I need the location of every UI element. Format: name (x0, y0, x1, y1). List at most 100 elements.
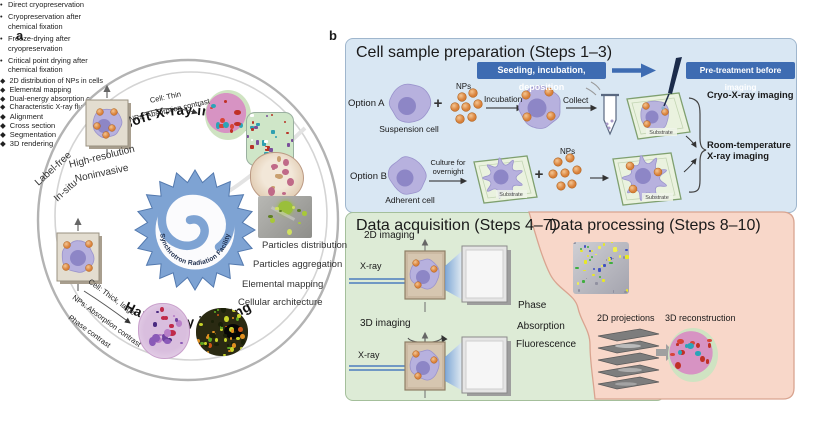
pretreatment-banner-label: Pre-treatment before imaging (699, 65, 782, 92)
culture-label-1: Culture for (430, 158, 466, 167)
speckle (209, 106, 214, 110)
list-item: ◆3D rendering (0, 139, 70, 148)
speckle (214, 308, 217, 312)
list-item: ◆Alignment (0, 112, 70, 121)
speckle (605, 259, 607, 262)
speckle (205, 336, 209, 340)
speckle (270, 217, 276, 223)
speckle (163, 338, 172, 344)
seeding-banner: Seeding, incubation, deposition (477, 62, 606, 92)
speckle (203, 341, 207, 346)
speckle (240, 347, 244, 350)
diamond-icon: ◆ (0, 129, 6, 139)
speckle (593, 267, 596, 271)
list-item: ◆Characteristic X-ray fluorescence lines (0, 103, 152, 112)
culture-label-2: overnight (432, 167, 464, 176)
list-item-label: 2D distribution of NPs in cells (9, 76, 104, 86)
speckle (584, 260, 588, 264)
speckle (695, 342, 700, 349)
processing-section-bg (528, 211, 795, 400)
option-b-label: Option B (350, 171, 387, 182)
processing-bullets: ◆2D distribution of NPs in cells ◆Elemen… (0, 77, 152, 111)
mode-3d-label: 3D imaging (360, 318, 411, 329)
speckle (241, 350, 245, 356)
speckle (218, 322, 223, 328)
speckle (169, 323, 174, 328)
list-item: •Critical point drying after chemical fi… (0, 56, 90, 75)
speckle (168, 330, 176, 337)
elemental-map-image (196, 308, 248, 356)
speckle (211, 320, 215, 324)
adherent-cell-icon (387, 156, 427, 195)
speckle (221, 308, 227, 313)
speckle (270, 113, 274, 117)
speckle (215, 338, 219, 342)
pipette-icon (661, 57, 682, 110)
speckle (224, 338, 228, 343)
processing-section-title: Data processing (Steps 8–10) (549, 217, 761, 234)
fluorescence-map-image (573, 242, 629, 294)
output-particles-aggregation: Particles aggregation (253, 259, 343, 270)
speckle (238, 122, 243, 128)
speckle (589, 259, 592, 262)
pretreatment-banner: Pre-treatment before imaging (686, 62, 795, 92)
speckle (577, 289, 581, 293)
speckle (278, 209, 282, 213)
speckle (208, 337, 212, 343)
speckle (625, 289, 629, 292)
speckle (236, 351, 239, 355)
list-item-label: Dual-energy absorption contrast (9, 93, 112, 103)
speckle (230, 346, 234, 353)
sample-3d (404, 341, 446, 398)
speckle (594, 282, 598, 285)
speckle (286, 143, 290, 148)
speckle (611, 257, 615, 260)
speckle (608, 261, 613, 265)
list-item: •Freeze-drying after cryopreservation (0, 34, 90, 53)
diamond-icon: ◆ (0, 120, 6, 130)
speckle (302, 210, 307, 217)
speckle (222, 334, 227, 337)
speckle (623, 290, 628, 294)
reconstruction-bullets: ◆Alignment ◆Cross section ◆Segmentation … (0, 112, 70, 148)
acquisition-section-title: Data acquisition (Steps 4–7) (356, 217, 557, 234)
nps-cluster-a-icon (450, 88, 483, 124)
xray-beam-2d (349, 278, 405, 284)
speckle (254, 125, 258, 129)
nps-label-a: NPs (456, 82, 472, 91)
speckle (230, 329, 235, 334)
speckle (597, 267, 602, 273)
adherent-cell-label: Adherent cell (385, 195, 435, 205)
signal-phase: Phase (518, 300, 547, 311)
speckle (234, 109, 242, 116)
speckle (160, 316, 167, 321)
list-item: ◆Dual-energy absorption contrast (0, 93, 152, 104)
speckle (206, 351, 210, 354)
speckle (618, 255, 622, 259)
speckle (675, 362, 682, 370)
mode-2d-label: 2D imaging (364, 230, 415, 241)
list-item-label: Freeze-drying after cryopreservation (8, 33, 71, 53)
suspension-cell-label: Suspension cell (379, 124, 439, 134)
incubated-cell-icon (518, 85, 561, 129)
room-temp-items: •Freeze-drying after cryopreservation •C… (0, 34, 90, 75)
list-item: •Direct cryopreservation (0, 0, 90, 10)
speckle (158, 333, 162, 337)
hard-note-arrow (83, 290, 131, 324)
signal-cone-3d (445, 341, 463, 391)
speckle (624, 254, 629, 259)
speckle (687, 343, 694, 349)
signal-cone-2d (445, 250, 463, 300)
speckle (623, 256, 626, 259)
speckle (230, 129, 234, 133)
speckle (218, 123, 222, 128)
speckle (175, 318, 179, 322)
substrate-label: Substrate (645, 195, 669, 201)
speckle (585, 277, 588, 279)
speckle (230, 124, 235, 129)
xray-beam-3d (349, 365, 405, 371)
speckle (228, 349, 231, 353)
diamond-icon: ◆ (0, 76, 6, 86)
speckle (211, 330, 215, 334)
